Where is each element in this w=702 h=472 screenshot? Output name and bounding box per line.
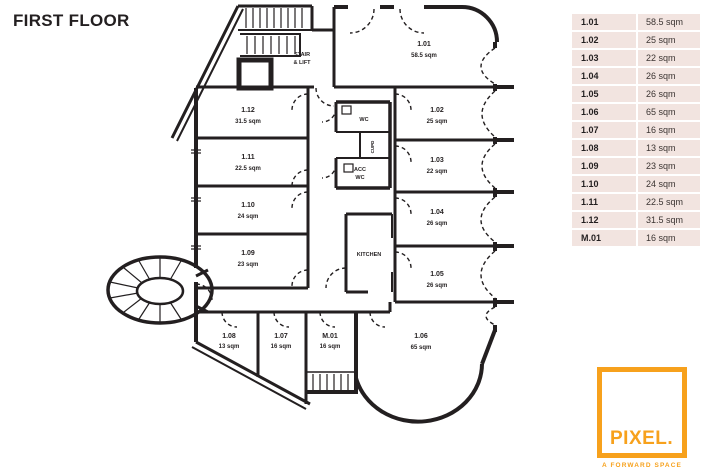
room-id-cell: 1.10 bbox=[572, 176, 636, 192]
table-row: M.01 16 sqm bbox=[572, 230, 700, 246]
room-area-cell: 65 sqm bbox=[638, 104, 700, 120]
room-label: 1.08 bbox=[222, 333, 236, 340]
stair-label: STAIR bbox=[294, 52, 310, 58]
room-id-cell: M.01 bbox=[572, 230, 636, 246]
room-label: 1.04 bbox=[430, 209, 444, 216]
room-area-label: 58.5 sqm bbox=[411, 53, 437, 59]
wc-core bbox=[334, 100, 392, 190]
room-area-label: 24 sqm bbox=[238, 214, 259, 220]
room-area-label: 22.5 sqm bbox=[235, 166, 261, 172]
bottom-rooms bbox=[191, 310, 497, 424]
room-area-cell: 26 sqm bbox=[638, 68, 700, 84]
room-area-cell: 13 sqm bbox=[638, 140, 700, 156]
room-area-cell: 25 sqm bbox=[638, 32, 700, 48]
room-label: M.01 bbox=[322, 333, 338, 340]
page-title: FIRST FLOOR bbox=[13, 11, 130, 30]
room-area-label: 16 sqm bbox=[320, 344, 341, 350]
room-label: 1.11 bbox=[241, 154, 254, 161]
interior-walls-left bbox=[191, 88, 310, 290]
room-label: 1.02 bbox=[430, 107, 444, 114]
room-label: 1.09 bbox=[241, 250, 255, 257]
room-area-label: 23 sqm bbox=[238, 262, 259, 268]
table-row: 1.11 22.5 sqm bbox=[572, 194, 700, 210]
lift-shaft bbox=[236, 57, 274, 91]
room-label: 1.06 bbox=[414, 333, 428, 340]
table-row: 1.12 31.5 sqm bbox=[572, 212, 700, 228]
table-row: 1.08 13 sqm bbox=[572, 140, 700, 156]
room-label: 1.10 bbox=[241, 202, 255, 209]
room-area-cell: 26 sqm bbox=[638, 86, 700, 102]
stair-and-lift bbox=[236, 4, 314, 91]
room-label: 1.01 bbox=[417, 41, 431, 48]
room-area-cell: 16 sqm bbox=[638, 230, 700, 246]
room-id-cell: 1.03 bbox=[572, 50, 636, 66]
room-area-label: 31.5 sqm bbox=[235, 119, 261, 125]
room-area-label: 26 sqm bbox=[427, 283, 448, 289]
room-area-label: 26 sqm bbox=[427, 221, 448, 227]
room-id-cell: 1.02 bbox=[572, 32, 636, 48]
door-arcs bbox=[195, 8, 425, 328]
table-row: 1.02 25 sqm bbox=[572, 32, 700, 48]
room-id-cell: 1.07 bbox=[572, 122, 636, 138]
table-row: 1.01 58.5 sqm bbox=[572, 14, 700, 30]
bay-windows bbox=[480, 42, 514, 332]
room-id-cell: 1.05 bbox=[572, 86, 636, 102]
room-label: 1.03 bbox=[430, 157, 444, 164]
kitchen-walls bbox=[344, 212, 393, 294]
room-label: 1.07 bbox=[274, 333, 288, 340]
room-area-cell: 58.5 sqm bbox=[638, 14, 700, 30]
room-area-cell: 24 sqm bbox=[638, 176, 700, 192]
interior-walls-right bbox=[388, 87, 495, 312]
room-id-cell: 1.11 bbox=[572, 194, 636, 210]
room-area-label: 25 sqm bbox=[427, 119, 448, 125]
pixel-wordmark: PIXEL. bbox=[610, 428, 674, 449]
room-id-cell: 1.06 bbox=[572, 104, 636, 120]
room-id-cell: 1.04 bbox=[572, 68, 636, 84]
room-area-cell: 23 sqm bbox=[638, 158, 700, 174]
kitchen-label: KITCHEN bbox=[357, 252, 381, 258]
room-area-cell: 22 sqm bbox=[638, 50, 700, 66]
room-area-label: 13 sqm bbox=[219, 344, 240, 350]
room-label: 1.12 bbox=[241, 107, 255, 114]
acc-wc-label: ACC bbox=[354, 167, 366, 173]
cupd-label: CUPD bbox=[370, 140, 375, 154]
room-area-cell: 16 sqm bbox=[638, 122, 700, 138]
acc-wc-label-2: WC bbox=[355, 175, 364, 181]
table-row: 1.07 16 sqm bbox=[572, 122, 700, 138]
room-area-cell: 31.5 sqm bbox=[638, 212, 700, 228]
table-row: 1.05 26 sqm bbox=[572, 86, 700, 102]
room-id-cell: 1.09 bbox=[572, 158, 636, 174]
room-id-cell: 1.08 bbox=[572, 140, 636, 156]
table-row: 1.04 26 sqm bbox=[572, 68, 700, 84]
curved-bay-1-06 bbox=[354, 363, 484, 424]
table-row: 1.09 23 sqm bbox=[572, 158, 700, 174]
service-labels: STAIR & LIFT WC CUPD ACC WC KITCHEN bbox=[293, 52, 381, 258]
room-area-cell: 22.5 sqm bbox=[638, 194, 700, 210]
stair-label-2: & LIFT bbox=[293, 60, 311, 66]
table-row: 1.06 65 sqm bbox=[572, 104, 700, 120]
room-id-cell: 1.12 bbox=[572, 212, 636, 228]
table-row: 1.03 22 sqm bbox=[572, 50, 700, 66]
room-area-label: 22 sqm bbox=[427, 169, 448, 175]
table-row: 1.10 24 sqm bbox=[572, 176, 700, 192]
room-area-label: 16 sqm bbox=[271, 344, 292, 350]
room-label: 1.05 bbox=[430, 271, 444, 278]
pixel-tagline: A FORWARD SPACE bbox=[602, 462, 682, 469]
wc-label: WC bbox=[359, 117, 368, 123]
spiral-stair bbox=[106, 255, 214, 325]
room-id-cell: 1.01 bbox=[572, 14, 636, 30]
room-area-label: 65 sqm bbox=[411, 345, 432, 351]
area-table: 1.01 58.5 sqm 1.02 25 sqm 1.03 22 sqm 1.… bbox=[572, 14, 700, 246]
room-labels: 1.01 58.5 sqm 1.02 25 sqm 1.03 22 sqm 1.… bbox=[219, 41, 448, 351]
floor-plan: 1.01 58.5 sqm 1.02 25 sqm 1.03 22 sqm 1.… bbox=[106, 4, 514, 424]
pixel-logo: PIXEL. bbox=[597, 367, 687, 458]
